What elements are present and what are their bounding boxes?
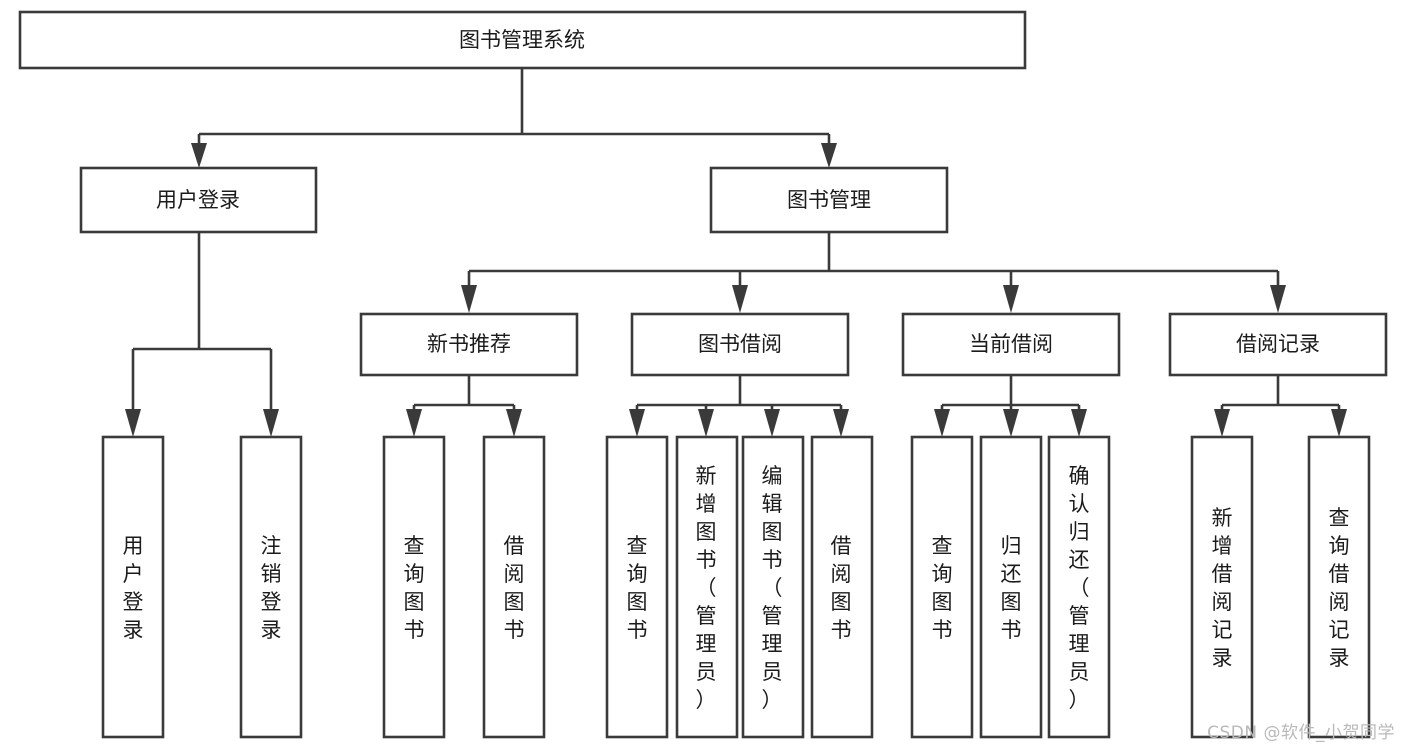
node-leaf-confirm-return[interactable]: 确认归还（管理员）	[1047, 435, 1111, 739]
node-label: 用户登录	[156, 188, 240, 212]
node-box[interactable]	[1307, 435, 1371, 739]
node-label: 新书推荐	[427, 332, 511, 356]
node-box[interactable]	[630, 312, 850, 377]
node-box[interactable]	[101, 435, 165, 739]
node-leaf-edit-book[interactable]: 编辑图书（管理员）	[741, 435, 805, 739]
arrow-head-icon	[1071, 409, 1087, 437]
node-box[interactable]	[1047, 435, 1111, 739]
arrow-head-icon	[1214, 409, 1230, 437]
node-box[interactable]	[741, 435, 805, 739]
node-leaf-logout[interactable]: 注销登录	[239, 435, 303, 739]
node-leaf-query-book-1[interactable]: 查询图书	[382, 435, 446, 739]
node-box[interactable]	[18, 10, 1027, 70]
node-user-login[interactable]: 用户登录	[79, 166, 318, 234]
node-box[interactable]	[605, 435, 669, 739]
node-leaf-add-record[interactable]: 新增借阅记录	[1190, 435, 1254, 739]
node-leaf-query-book-3[interactable]: 查询图书	[910, 435, 974, 739]
edge-current-borrow-to-leaves	[934, 375, 1087, 437]
node-label: 查询图书	[404, 534, 425, 642]
arrow-head-icon	[191, 143, 207, 168]
arrow-head-icon	[821, 143, 837, 168]
arrow-head-icon	[1270, 285, 1286, 313]
node-box[interactable]	[239, 435, 303, 739]
arrow-head-icon	[764, 409, 780, 437]
arrow-head-icon	[629, 409, 645, 437]
arrow-head-icon	[263, 409, 279, 437]
node-leaf-add-book[interactable]: 新增图书（管理员）	[675, 435, 739, 739]
node-label: 确认归还（管理员）	[1069, 464, 1090, 712]
node-label: 借阅图书	[504, 534, 525, 642]
node-label: 新增图书（管理员）	[696, 464, 717, 712]
arrow-head-icon	[732, 285, 748, 313]
node-box[interactable]	[1168, 312, 1388, 377]
node-root[interactable]: 图书管理系统	[18, 10, 1027, 70]
node-leaf-query-record[interactable]: 查询借阅记录	[1307, 435, 1371, 739]
node-leaf-query-book-2[interactable]: 查询图书	[605, 435, 669, 739]
edge-borrow-record-to-leaves	[1214, 375, 1347, 437]
node-box[interactable]	[709, 166, 949, 234]
arrow-head-icon	[698, 409, 714, 437]
arrow-head-icon	[406, 409, 422, 437]
node-box[interactable]	[382, 435, 446, 739]
node-label: 图书借阅	[698, 332, 782, 356]
node-box[interactable]	[359, 312, 579, 377]
connector-layer	[125, 68, 1347, 437]
node-label: 查询图书	[627, 534, 648, 642]
node-label: 图书管理	[787, 188, 871, 212]
node-box[interactable]	[79, 166, 318, 234]
node-borrow-record[interactable]: 借阅记录	[1168, 312, 1388, 377]
node-leaf-return-book[interactable]: 归还图书	[979, 435, 1043, 739]
node-current-borrow[interactable]: 当前借阅	[901, 312, 1121, 377]
edge-book-manage-to-level2	[461, 232, 1286, 313]
node-label: 查询图书	[932, 534, 953, 642]
edge-user-login-to-leaves	[125, 232, 279, 437]
node-label: 编辑图书（管理员）	[762, 464, 783, 712]
arrow-head-icon	[833, 409, 849, 437]
node-label: 注销登录	[261, 534, 282, 642]
csdn-watermark: CSDN @软件_小贺同学	[1207, 723, 1395, 743]
arrow-head-icon	[934, 409, 950, 437]
node-leaf-borrow-book-2[interactable]: 借阅图书	[810, 435, 874, 739]
arrow-head-icon	[1003, 409, 1019, 437]
arrow-head-icon	[1003, 285, 1019, 313]
node-box[interactable]	[979, 435, 1043, 739]
node-label: 归还图书	[1001, 534, 1022, 642]
node-book-borrow[interactable]: 图书借阅	[630, 312, 850, 377]
node-box[interactable]	[901, 312, 1121, 377]
node-label: 新增借阅记录	[1212, 506, 1233, 670]
node-label: 借阅记录	[1236, 332, 1320, 356]
node-label: 借阅图书	[831, 534, 852, 642]
node-new-book-rec[interactable]: 新书推荐	[359, 312, 579, 377]
edge-book-borrow-to-leaves	[629, 375, 849, 437]
node-box[interactable]	[810, 435, 874, 739]
edge-root-to-level1	[191, 68, 837, 168]
node-label: 当前借阅	[969, 332, 1053, 356]
arrow-head-icon	[1331, 409, 1347, 437]
node-label: 查询借阅记录	[1329, 506, 1350, 670]
node-box[interactable]	[910, 435, 974, 739]
node-leaf-user-login[interactable]: 用户登录	[101, 435, 165, 739]
node-box[interactable]	[1190, 435, 1254, 739]
edge-new-book-rec-to-leaves	[406, 375, 522, 437]
arrow-head-icon	[461, 285, 477, 313]
node-label: 图书管理系统	[459, 28, 585, 52]
node-box[interactable]	[482, 435, 546, 739]
node-label: 用户登录	[123, 534, 144, 642]
node-leaf-borrow-book-1[interactable]: 借阅图书	[482, 435, 546, 739]
arrow-head-icon	[506, 409, 522, 437]
arrow-head-icon	[125, 409, 141, 437]
node-book-manage[interactable]: 图书管理	[709, 166, 949, 234]
node-box[interactable]	[675, 435, 739, 739]
